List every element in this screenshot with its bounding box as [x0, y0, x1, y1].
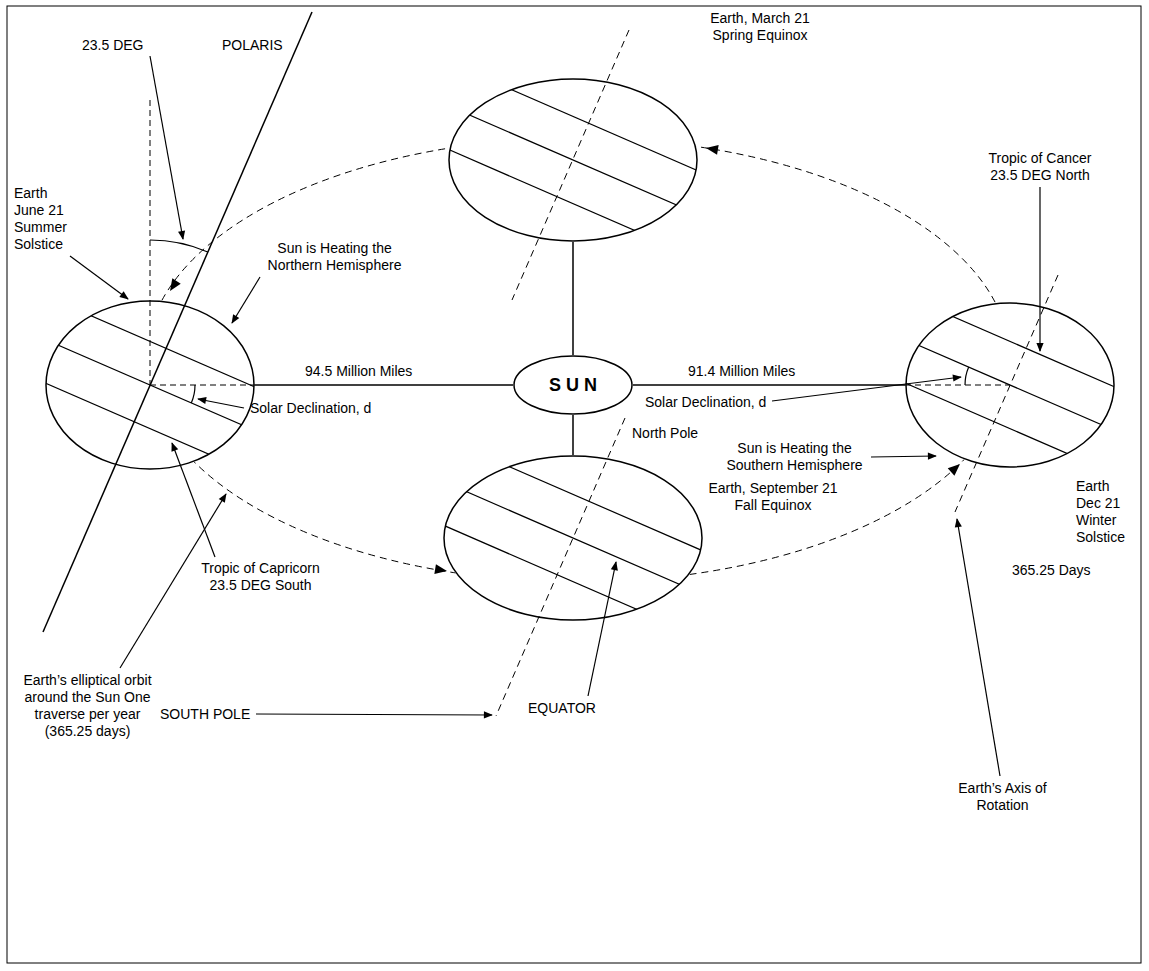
leader-arrow — [957, 519, 1000, 776]
rotation-axis — [496, 418, 625, 716]
leader-arrow — [1039, 187, 1040, 351]
equator-label: EQUATOR — [528, 700, 596, 717]
angle-label: 23.5 DEG — [82, 37, 143, 54]
earth-node: Earth June 21 Summer Solstice — [45, 300, 255, 470]
earth-outline — [905, 302, 1115, 468]
period-label: 365.25 Days — [1012, 562, 1091, 579]
leader-arrow — [232, 277, 260, 323]
leader-arrow — [256, 714, 492, 715]
sun-direction — [150, 385, 255, 386]
tropic-line — [0, 253, 386, 444]
earth-heading: Earth, September 21 Fall Equinox — [703, 480, 843, 514]
orbit-note: Earth’s elliptical orbit around the Sun … — [15, 672, 160, 740]
earth-outline — [443, 455, 703, 621]
distance-label: 91.4 Million Miles — [688, 363, 795, 380]
earth-mask — [905, 302, 1115, 468]
leader-arrow — [871, 456, 936, 457]
equator-line — [353, 64, 793, 255]
sun-node: S U N — [513, 355, 633, 415]
axis-note: Earth’s Axis of Rotation — [950, 780, 1055, 814]
distance-connector — [633, 384, 905, 386]
orbit-arrow — [705, 143, 718, 155]
leader-arrow — [172, 443, 215, 557]
leader-arrow — [70, 256, 128, 299]
angle-label: Solar Declination, d — [250, 400, 371, 417]
earth-ellipse — [444, 456, 702, 620]
orbit-arrow — [166, 278, 181, 294]
callout-note: Sun is Heating the Northern Hemisphere — [262, 240, 407, 274]
earth-ellipse — [449, 79, 697, 241]
earth-outline — [45, 300, 255, 470]
star-label: POLARIS — [222, 37, 283, 54]
pole-label: SOUTH POLE — [160, 706, 250, 723]
angle-label: Solar Declination, d — [645, 394, 766, 411]
earth-heading: Earth Dec 21 Winter Solstice — [1076, 478, 1134, 546]
orbit-arrow — [434, 564, 447, 576]
vertical-reference — [150, 100, 151, 385]
distance-connector — [572, 415, 574, 455]
leader-arrow — [772, 377, 961, 401]
earth-ellipse — [906, 303, 1114, 467]
leader-arrow — [198, 399, 244, 408]
callout-note: Sun is Heating the Southern Hemisphere — [722, 440, 867, 474]
earth-outline — [448, 78, 698, 242]
polaris-axis — [43, 12, 312, 632]
rotation-axis — [512, 30, 629, 300]
earth-ellipse — [46, 301, 254, 469]
earth-node: Earth Dec 21 Winter Solstice — [905, 302, 1115, 468]
earth-heading: Earth, March 21 Spring Equinox — [705, 10, 815, 44]
tilt-arc — [150, 240, 208, 252]
tropic-line — [806, 253, 1149, 444]
rotation-axis — [955, 275, 1058, 512]
orbit-arrow — [948, 460, 964, 475]
sun-ellipse — [514, 356, 632, 414]
pole-label: North Pole — [632, 425, 698, 442]
earth-node: Earth, March 21 Spring Equinox — [448, 78, 698, 242]
sun-direction — [905, 385, 1010, 386]
latitude-label: Tropic of Cancer 23.5 DEG North — [975, 150, 1105, 184]
declination-arc — [191, 385, 195, 403]
sun-label: S U N — [549, 374, 597, 396]
earth-node: Earth, September 21 Fall Equinox — [443, 455, 703, 621]
distance-connector — [255, 384, 513, 386]
distance-label: 94.5 Million Miles — [305, 363, 412, 380]
declination-arc — [965, 367, 969, 385]
latitude-label: Tropic of Capricorn 23.5 DEG South — [198, 560, 323, 594]
leader-arrow — [150, 56, 183, 239]
distance-connector — [572, 242, 574, 355]
page-frame — [7, 6, 1141, 963]
leader-arrow — [588, 562, 616, 696]
earth-heading: Earth June 21 Summer Solstice — [14, 185, 72, 253]
